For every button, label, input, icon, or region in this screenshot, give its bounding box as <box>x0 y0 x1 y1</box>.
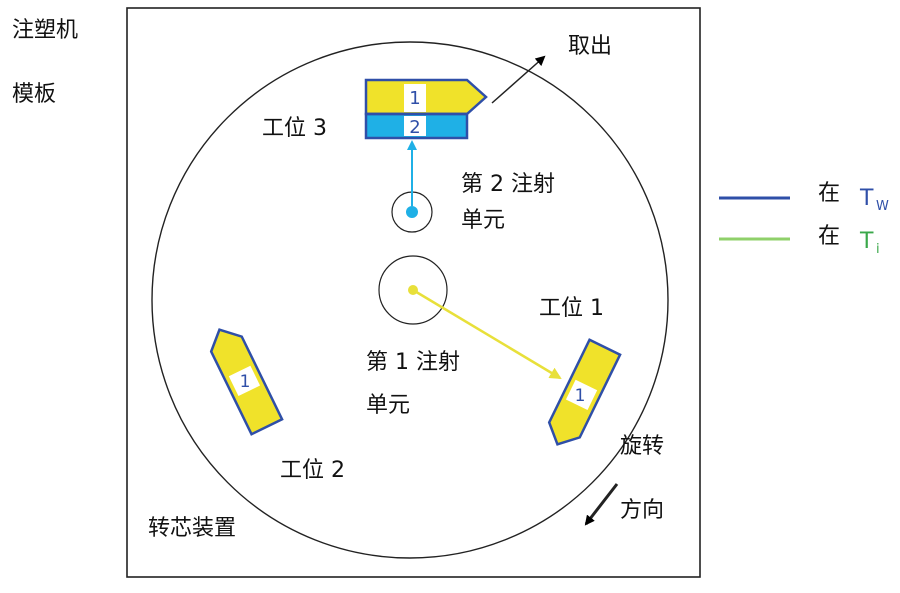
unit-1-arrow <box>412 288 562 380</box>
legend-prefix-tw: 在 <box>818 181 840 206</box>
unit-2-label-line2: 单元 <box>461 208 506 233</box>
rotation-label-line2: 方向 <box>620 498 665 523</box>
station-1-label: 工位 1 <box>539 296 604 321</box>
station-3-part-number-2: 2 <box>409 117 420 138</box>
station-3-part <box>364 78 488 140</box>
rotating-core-circle <box>151 41 669 559</box>
legend-symbol-ti: T <box>859 229 874 254</box>
injection-machine-label: 注塑机 <box>12 18 79 43</box>
unit-1-circle <box>378 255 448 325</box>
station-1-part <box>547 338 622 446</box>
station-1-part-number: 1 <box>575 386 586 406</box>
unit-2-label-line1: 第 2 注射 <box>461 172 555 197</box>
legend-prefix-ti: 在 <box>818 224 840 249</box>
unit-1-dot <box>408 285 418 295</box>
legend-subscript-tw: W <box>876 199 889 214</box>
take-out-arrow <box>491 55 546 104</box>
station-2-part <box>209 328 284 436</box>
legend-symbol-tw: T <box>859 186 874 211</box>
station-2-label: 工位 2 <box>280 458 345 483</box>
unit-1-label-line2: 单元 <box>366 393 411 418</box>
unit-2-dot <box>406 206 418 218</box>
take-out-label: 取出 <box>568 34 613 59</box>
mold-frame <box>126 7 701 578</box>
legend-subscript-ti: i <box>876 242 880 257</box>
rotation-arrow <box>584 483 619 526</box>
station-2-part-number: 1 <box>240 372 251 392</box>
station-3-part-number-1: 1 <box>409 88 420 109</box>
station-3-label: 工位 3 <box>262 116 327 141</box>
unit-1-label-line1: 第 1 注射 <box>366 350 460 375</box>
rotation-label-line1: 旋转 <box>620 434 665 459</box>
mold-plate-label: 模板 <box>12 82 57 107</box>
core-device-label: 转芯装置 <box>148 516 237 541</box>
